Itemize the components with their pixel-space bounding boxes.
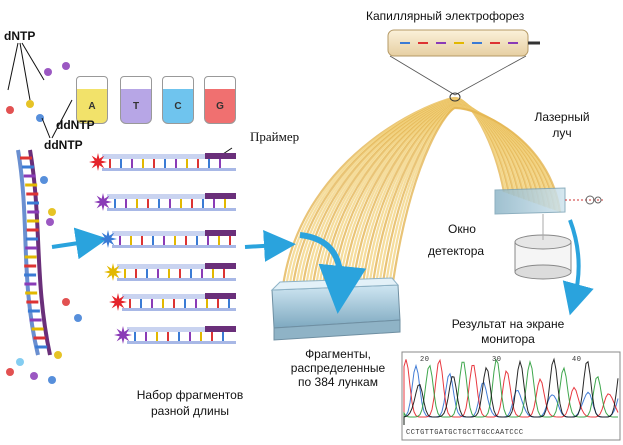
chromatogram-trace bbox=[403, 358, 619, 425]
reagent-tube-t: T bbox=[120, 76, 152, 124]
dna-fragment bbox=[94, 193, 236, 211]
detector-window-label-line1: Окно bbox=[448, 222, 476, 236]
laser-label-line2: луч bbox=[552, 126, 572, 140]
ddntp-label-left: ddNTP bbox=[44, 138, 83, 152]
fluorescent-dye-tag bbox=[114, 326, 132, 344]
chromatogram-tick-30: 30 bbox=[492, 356, 502, 364]
free-nucleotides bbox=[6, 62, 82, 384]
detector-cylinder bbox=[514, 214, 572, 280]
primer-segment bbox=[205, 193, 236, 199]
nucleotide bbox=[26, 100, 34, 108]
chromatogram-trace bbox=[403, 358, 619, 425]
nucleotide bbox=[74, 314, 82, 322]
template-strand bbox=[117, 264, 236, 269]
nucleotide bbox=[6, 106, 14, 114]
laser-label-line1: Лазерный bbox=[534, 110, 590, 124]
synthesized-strand bbox=[127, 341, 236, 344]
nucleotide bbox=[62, 62, 70, 70]
result-label-line2: монитора bbox=[481, 332, 535, 346]
reagent-tube-a: A bbox=[76, 76, 108, 124]
reagent-tube-letter: C bbox=[174, 101, 182, 112]
fluorescent-dye-tag bbox=[109, 293, 127, 311]
monitor-chromatogram bbox=[401, 351, 621, 441]
nucleotide bbox=[30, 372, 38, 380]
template-strand bbox=[102, 154, 236, 159]
synthesized-strand bbox=[112, 245, 236, 248]
nucleotide bbox=[46, 218, 54, 226]
fluorescent-dye-tag bbox=[94, 193, 112, 211]
fragment-set-label-line1: Набор фрагментов bbox=[136, 388, 244, 402]
nucleotide bbox=[6, 368, 14, 376]
fluorescent-dye-tag bbox=[104, 263, 122, 281]
primer-segment bbox=[205, 263, 236, 269]
flow-arrows bbox=[51, 219, 594, 316]
fluorescent-dye-tag bbox=[99, 230, 117, 248]
template-strand bbox=[107, 194, 236, 199]
synthesized-strand bbox=[102, 168, 236, 171]
template-strand bbox=[112, 231, 236, 236]
reagent-tube-c: C bbox=[162, 76, 194, 124]
capillary-fiber-bundle bbox=[281, 96, 562, 287]
reagent-tube-letter: G bbox=[216, 101, 224, 112]
fragments-label-line1: Фрагменты, bbox=[305, 347, 371, 361]
fluorescent-dye-tag bbox=[89, 153, 107, 171]
dna-fragment bbox=[89, 153, 236, 171]
reagent-tube-letter: A bbox=[88, 101, 96, 112]
ddntp-label-right: ddNTP bbox=[56, 118, 95, 132]
template-strand bbox=[127, 327, 236, 332]
result-label-line1: Результат на экране bbox=[451, 317, 565, 331]
fragments-label-line3: по 384 лункам bbox=[298, 375, 378, 389]
dna-fragments bbox=[89, 153, 236, 344]
primer-segment bbox=[205, 230, 236, 236]
dna-fragment bbox=[99, 230, 236, 248]
detector-window-label-line2: детектора bbox=[428, 244, 485, 258]
chromatogram-tick-20: 20 bbox=[420, 356, 430, 364]
nucleotide bbox=[62, 298, 70, 306]
nucleotide bbox=[16, 358, 24, 366]
synthesized-strand bbox=[122, 308, 236, 311]
well-plate bbox=[270, 277, 401, 341]
template-strand bbox=[122, 294, 236, 299]
dna-fragment bbox=[109, 293, 236, 311]
dntp-label: dNTP bbox=[4, 29, 36, 43]
chromatogram-tick-40: 40 bbox=[572, 356, 582, 364]
dna-template-strand bbox=[16, 149, 52, 356]
nucleotide bbox=[36, 114, 44, 122]
primer-segment bbox=[205, 293, 236, 299]
reagent-tube-g: G bbox=[204, 76, 236, 124]
capillary-electrophoresis-label: Капиллярный электрофорез bbox=[366, 9, 525, 23]
chromatogram-sequence: CCTGTTGATGCTGCTTGCCAATCCC bbox=[406, 429, 524, 437]
synthesized-strand bbox=[117, 278, 236, 281]
reagent-tube-letter: T bbox=[132, 101, 140, 112]
capillary-fiber bbox=[391, 106, 562, 283]
dna-fragment bbox=[114, 326, 236, 344]
nucleotide bbox=[48, 208, 56, 216]
primer-segment bbox=[205, 326, 236, 332]
nucleotide bbox=[40, 176, 48, 184]
nucleotide bbox=[48, 376, 56, 384]
primer-segment bbox=[205, 153, 236, 159]
nucleotide bbox=[44, 68, 52, 76]
detector-window bbox=[494, 187, 605, 215]
primer-label: Праймер bbox=[250, 129, 300, 144]
fragments-label-line2: распределенные bbox=[290, 361, 386, 375]
chromatogram-trace bbox=[403, 357, 619, 425]
dna-fragment bbox=[104, 263, 236, 281]
nucleotide bbox=[54, 351, 62, 359]
fragment-set-label-line2: разной длины bbox=[150, 404, 229, 418]
synthesized-strand bbox=[107, 208, 236, 211]
capillary-tube bbox=[387, 29, 540, 102]
pointer-lines bbox=[7, 42, 233, 157]
